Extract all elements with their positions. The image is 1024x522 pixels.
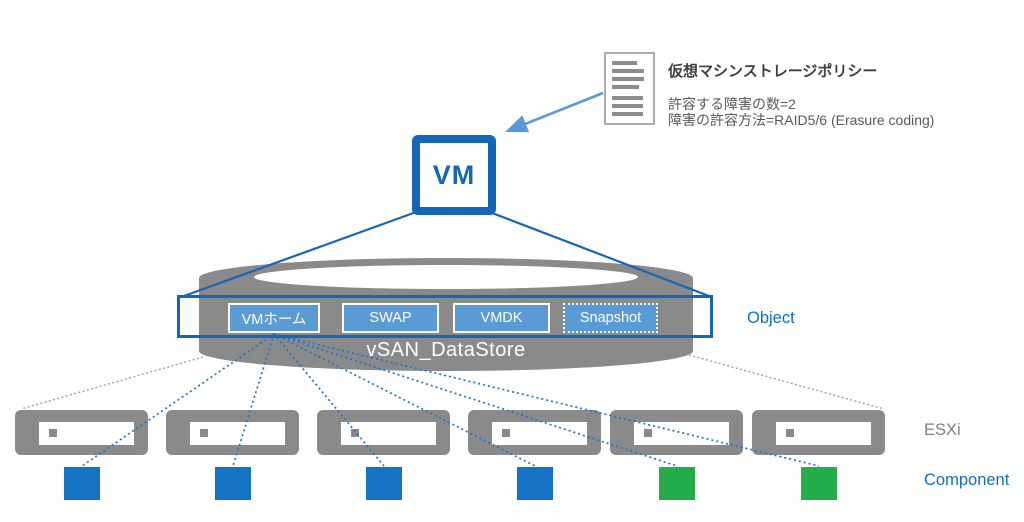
datastore-host-link-left xyxy=(20,356,204,410)
object-band xyxy=(177,295,713,338)
doc-text-line xyxy=(612,96,643,100)
esxi-host xyxy=(317,410,450,455)
object-snapshot: Snapshot xyxy=(563,303,658,333)
esxi-host xyxy=(166,410,299,455)
doc-text-line xyxy=(612,61,638,65)
doc-text-line xyxy=(612,69,645,73)
component-square xyxy=(659,467,695,500)
esxi-side-label: ESXi xyxy=(924,421,961,439)
object-vm-home: VMホーム xyxy=(228,303,320,333)
esxi-host xyxy=(752,410,885,455)
vmhome-component-link xyxy=(232,333,275,467)
policy-arrow xyxy=(505,91,604,133)
vmhome-component-link xyxy=(273,333,385,467)
component-square xyxy=(517,467,553,500)
storage-policy-note: 仮想マシンストレージポリシー 許容する障害の数=2 障害の許容方法=RAID5/… xyxy=(668,60,1008,128)
vmhome-component-link xyxy=(273,333,536,467)
datastore-label: vSAN_DataStore xyxy=(366,339,526,361)
vmhome-component-link xyxy=(81,333,275,467)
esxi-host xyxy=(610,410,743,455)
component-square xyxy=(64,467,100,500)
doc-text-line xyxy=(612,77,645,81)
vm-box: VM xyxy=(412,135,496,215)
vmhome-component-link xyxy=(273,333,678,467)
vmhome-component-link xyxy=(273,333,820,467)
datastore-host-link-right xyxy=(688,354,885,410)
object-vmdk: VMDK xyxy=(453,303,550,333)
esxi-hosts-row xyxy=(15,410,885,455)
doc-text-line xyxy=(612,104,643,108)
component-side-label: Component xyxy=(924,471,1010,489)
component-square xyxy=(215,467,251,500)
doc-text-line xyxy=(612,112,643,116)
component-square xyxy=(366,467,402,500)
policy-title: 仮想マシンストレージポリシー xyxy=(668,63,878,80)
policy-document-icon xyxy=(604,52,655,125)
esxi-host xyxy=(468,410,601,455)
vm-funnel-line-left xyxy=(183,209,420,298)
vmhome-component-links xyxy=(81,333,820,467)
object-side-label: Object xyxy=(747,309,795,327)
vm-funnel-line-right xyxy=(486,209,710,298)
vm-label: VM xyxy=(432,159,476,190)
policy-failure-tolerance-method: 障害の許容方法=RAID5/6 (Erasure coding) xyxy=(668,112,935,128)
component-square xyxy=(801,467,837,500)
policy-failures-to-tolerate: 許容する障害の数=2 xyxy=(668,96,796,112)
doc-text-line xyxy=(612,85,640,89)
esxi-host xyxy=(15,410,148,455)
object-swap: SWAP xyxy=(342,303,439,333)
